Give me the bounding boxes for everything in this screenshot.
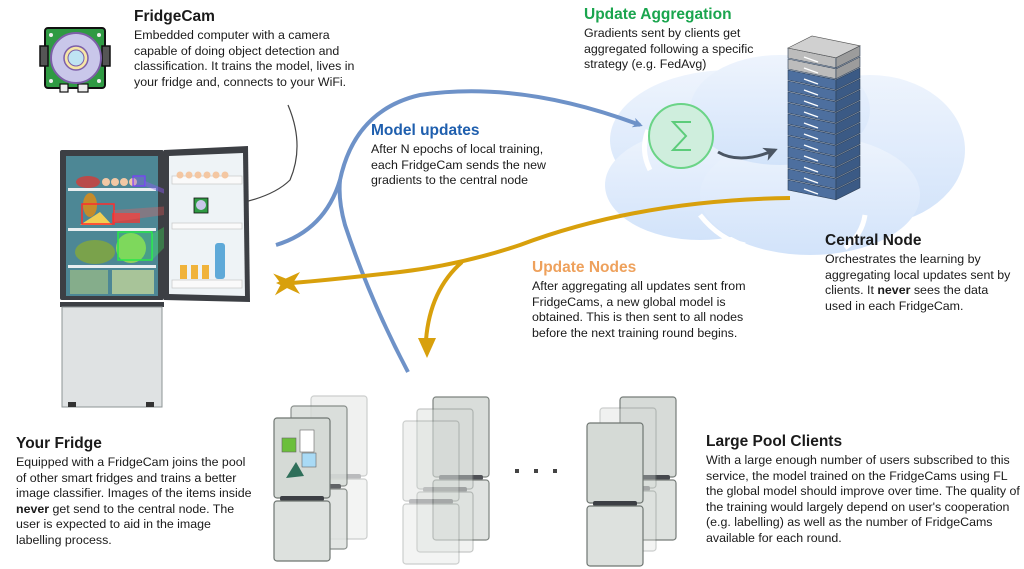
- update-nodes-arrow-to-pool: [424, 260, 464, 341]
- central-node-description: Central Node Orchestrates the learning b…: [825, 232, 1015, 314]
- pool-fridges: [273, 395, 677, 567]
- your-fridge-body-emphasis: never: [16, 501, 50, 516]
- fridge-magnet-note: [301, 452, 317, 468]
- model-updates-description: Model updates After N epochs of local tr…: [371, 122, 571, 189]
- update-nodes-title: Update Nodes: [532, 259, 637, 276]
- fridge-magnet-badge: [286, 462, 304, 478]
- pool-updates-arrow: [337, 179, 410, 373]
- aggregation-to-server-arrow: [717, 147, 778, 161]
- central-node-body: Orchestrates the learning by aggregating…: [825, 252, 1015, 314]
- your-fridge-body: Equipped with a FridgeCam joins the pool…: [16, 455, 256, 549]
- large-pool-body: With a large enough number of users subs…: [706, 453, 1020, 545]
- update-aggregation-title: Update Aggregation: [584, 6, 732, 23]
- large-pool-description: Large Pool Clients With a large enough n…: [706, 433, 1021, 547]
- pool-fridge: [586, 422, 644, 567]
- server-rack-icon: [787, 35, 861, 201]
- fridge-magnet-note: [299, 429, 315, 453]
- ellipsis-dots: [515, 469, 557, 473]
- fridge-magnet-note: [281, 437, 297, 453]
- pool-fridge: [432, 396, 490, 541]
- central-node-body-emphasis: never: [877, 283, 911, 298]
- fridgecam-description: FridgeCam Embedded computer with a camer…: [134, 8, 364, 90]
- update-nodes-description: Update Nodes After aggregating all updat…: [532, 259, 772, 341]
- central-node-body-text: Orchestrates the learning by aggregating…: [825, 252, 1011, 298]
- fridgecam-title: FridgeCam: [134, 8, 215, 25]
- model-updates-arrow: [275, 89, 643, 247]
- update-aggregation-body: Gradients sent by clients get aggregated…: [584, 26, 754, 72]
- open-fridge-icon: [60, 146, 250, 408]
- large-pool-title: Large Pool Clients: [706, 433, 843, 450]
- pool-fridge: [402, 420, 460, 565]
- update-nodes-arrow-to-fridge: [273, 196, 791, 296]
- model-updates-title: Model updates: [371, 122, 480, 139]
- fridgecam-body: Embedded computer with a camera capable …: [134, 28, 355, 89]
- your-fridge-title: Your Fridge: [16, 435, 102, 452]
- your-fridge-body-text-end: get send to the central node. The user i…: [16, 501, 235, 547]
- pool-fridge: [416, 408, 474, 553]
- central-node-title: Central Node: [825, 232, 922, 249]
- arrow-head-down: [418, 338, 436, 358]
- arrow-head-left: [276, 272, 300, 294]
- your-fridge-description: Your Fridge Equipped with a FridgeCam jo…: [16, 435, 256, 549]
- update-nodes-body: After aggregating all updates sent from …: [532, 279, 746, 340]
- update-aggregation-description: Update Aggregation Gradients sent by cli…: [584, 6, 794, 73]
- camera-board-icon: [39, 27, 111, 93]
- pool-fridge: [273, 417, 331, 562]
- your-fridge-body-text: Equipped with a FridgeCam joins the pool…: [16, 455, 252, 501]
- central-node-body-text-end: sees the data used in each FridgeCam.: [825, 283, 989, 313]
- sigma-aggregation-icon: [648, 103, 714, 169]
- model-updates-body: After N epochs of local training, each F…: [371, 142, 546, 188]
